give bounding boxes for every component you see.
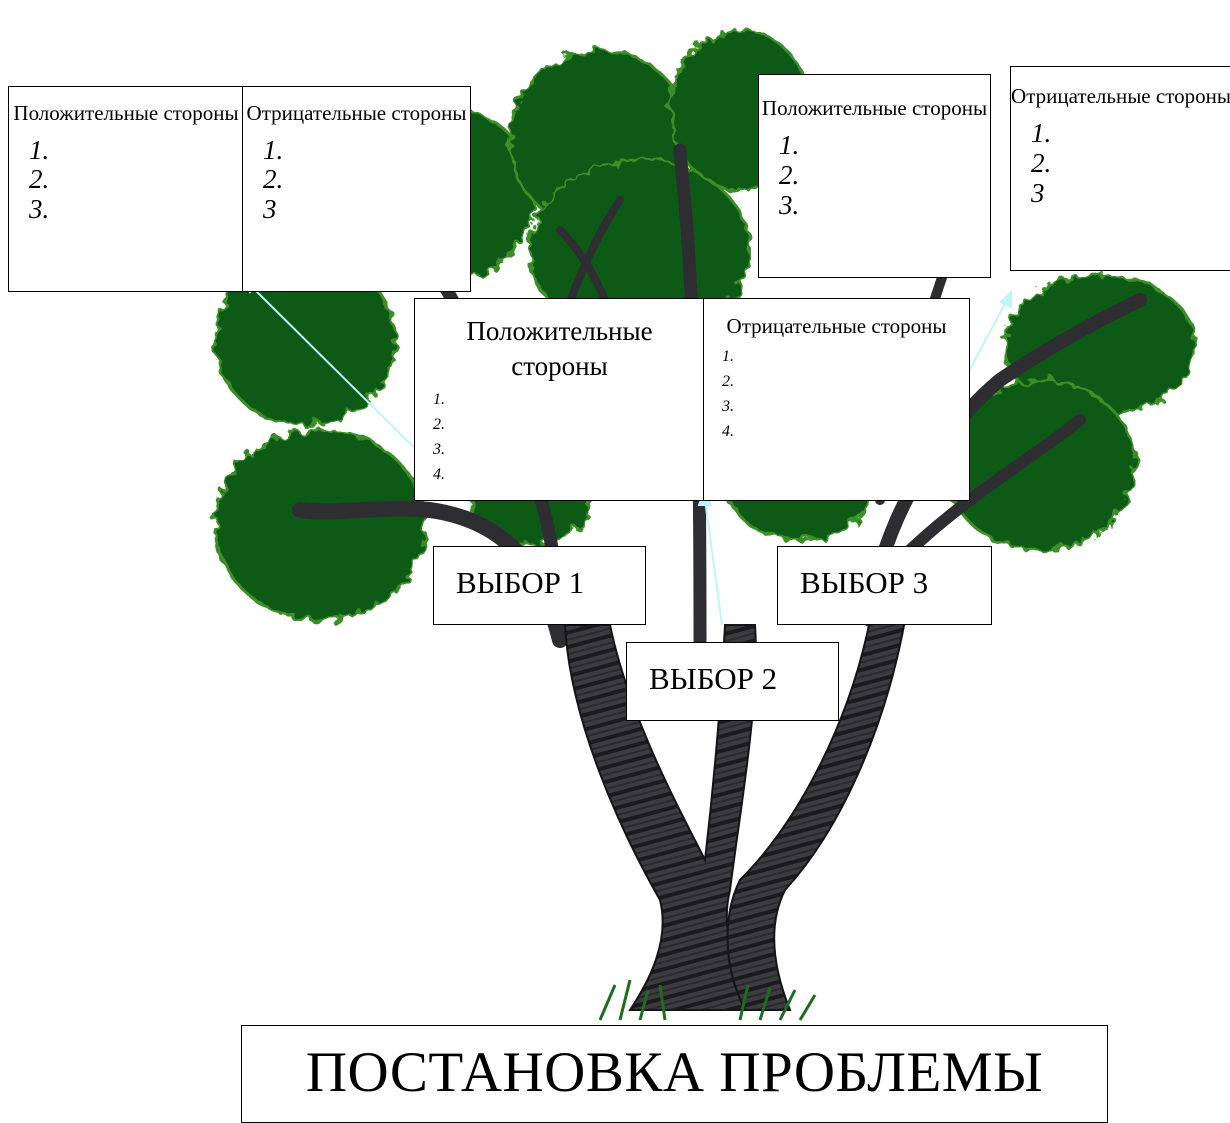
problem-statement-box: ПОСТАНОВКА ПРОБЛЕМЫ	[241, 1025, 1108, 1123]
list-item: 3.	[29, 194, 50, 225]
item-list: 1. 2. 3.	[759, 130, 990, 220]
box-heading: Положительные стороны	[761, 96, 988, 120]
box-heading: Отрицательные стороны	[246, 101, 467, 125]
trunk	[563, 619, 907, 1011]
list-item: 4.	[722, 422, 734, 440]
list-item: 1.	[29, 134, 50, 165]
list-item: 1.	[1031, 118, 1052, 149]
list-item: 2.	[263, 164, 284, 195]
middle-positive-box: Положительные стороны 1. 2. 3. 4.	[414, 298, 705, 501]
choice-3-box: ВЫБОР 3	[777, 546, 992, 625]
item-list: 1. 2. 3. 4.	[415, 388, 704, 487]
list-item: 3	[1031, 177, 1045, 208]
top-left-negative-box: Отрицательные стороны 1. 2. 3	[242, 86, 471, 292]
box-heading: Отрицательные стороны	[1011, 84, 1230, 108]
list-item: 1.	[263, 134, 284, 165]
list-item: 1.	[433, 391, 445, 409]
top-left-positive-box: Положительные стороны 1. 2. 3.	[8, 86, 244, 292]
list-item: 3.	[779, 189, 800, 220]
box-heading: Положительные стороны	[466, 316, 653, 382]
box-heading: Отрицательные стороны	[726, 314, 947, 338]
list-item: 3.	[722, 397, 734, 415]
list-item: 1.	[779, 130, 800, 161]
list-item: 2.	[779, 159, 800, 190]
list-item: 4.	[433, 465, 445, 483]
item-list: 1. 2. 3. 4.	[704, 345, 969, 444]
list-item: 3.	[433, 440, 445, 458]
list-item: 2.	[722, 373, 734, 391]
list-item: 1.	[722, 348, 734, 366]
list-item: 2.	[29, 164, 50, 195]
choice-1-box: ВЫБОР 1	[433, 546, 646, 625]
middle-negative-box: Отрицательные стороны 1. 2. 3. 4.	[703, 298, 970, 501]
box-heading: Положительные стороны	[13, 101, 239, 125]
item-list: 1. 2. 3	[243, 134, 470, 225]
item-list: 1. 2. 3.	[9, 134, 243, 225]
list-item: 2.	[1031, 147, 1052, 178]
choice-2-box: ВЫБОР 2	[626, 642, 839, 721]
list-item: 2.	[433, 415, 445, 433]
item-list: 1. 2. 3	[1011, 118, 1230, 208]
list-item: 3	[263, 194, 277, 225]
top-right-positive-box: Положительные стороны 1. 2. 3.	[758, 74, 991, 278]
grass	[598, 979, 817, 1021]
top-right-negative-box: Отрицательные стороны 1. 2. 3	[1010, 66, 1230, 271]
